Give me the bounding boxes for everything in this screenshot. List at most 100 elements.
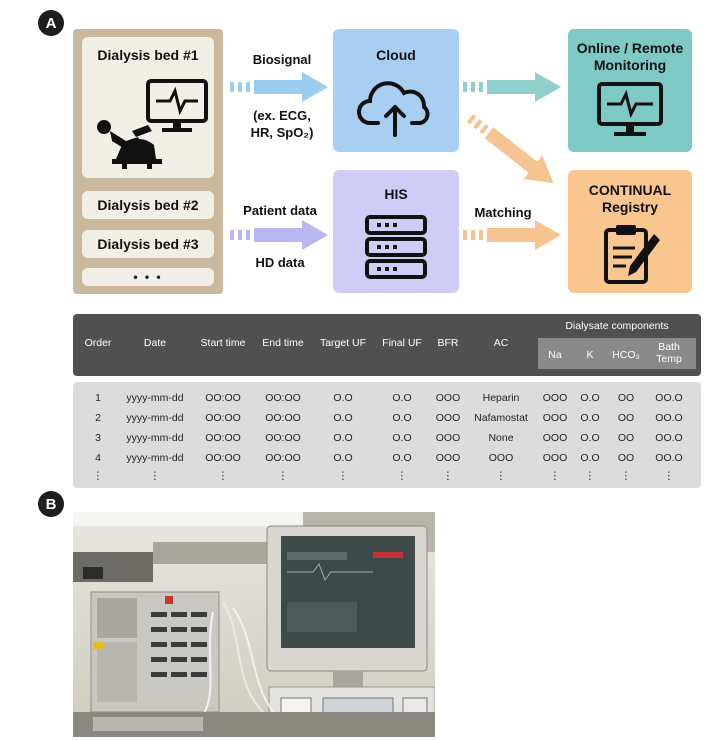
biosignal-example-line2: HR, SpO₂)	[250, 125, 314, 140]
online-remote-monitoring-node: Online / Remote Monitoring	[568, 29, 692, 152]
cell-final-uf: O.O	[392, 392, 412, 404]
registry-label-line2: Registry	[601, 199, 659, 215]
ellipsis-final-uf: ⋮	[396, 470, 408, 482]
biosignal-label: Biosignal	[252, 52, 312, 67]
cell-na: OOO	[542, 432, 568, 444]
ellipsis-target-uf: ⋮	[337, 470, 349, 482]
ellipsis-order: ⋮	[92, 470, 104, 482]
cell-bfr: OOO	[435, 392, 461, 404]
col-bath-temp: Bath Temp	[656, 341, 682, 365]
cell-end-time: OO:OO	[265, 452, 301, 464]
registry-table-header: Order Date Start time End time Target UF…	[73, 314, 701, 376]
dialysis-bed-2-card: Dialysis bed #2	[82, 191, 214, 219]
cell-na: OOO	[542, 392, 568, 404]
panel-a-badge: A	[38, 10, 64, 36]
cell-final-uf: O.O	[392, 452, 412, 464]
ellipsis-ac: ⋮	[495, 470, 507, 482]
cell-bath-temp: OO.O	[655, 412, 683, 424]
cell-bfr: OOO	[435, 452, 461, 464]
cell-ac: None	[488, 432, 514, 444]
cell-end-time: OO:OO	[265, 412, 301, 424]
dialysis-equipment-photo	[73, 512, 435, 737]
col-bfr: BFR	[437, 337, 459, 349]
ellipsis-bfr: ⋮	[442, 470, 454, 482]
cell-start-time: OO:OO	[205, 432, 241, 444]
cell-target-uf: O.O	[333, 452, 353, 464]
dialysis-bed-column: Dialysis bed #1 Dialysis bed #2 Dialysis…	[73, 29, 223, 294]
matching-label: Matching	[474, 205, 532, 220]
ellipsis-date: ⋮	[149, 470, 161, 482]
dialysate-group-label: Dialysate components	[565, 320, 669, 332]
cell-k: O.O	[580, 412, 600, 424]
cell-start-time: OO:OO	[205, 412, 241, 424]
cell-hco3: OO	[617, 412, 635, 424]
ellipsis-k: ⋮	[584, 470, 596, 482]
cell-hco3: OO	[617, 452, 635, 464]
more-beds-card: • • •	[82, 268, 214, 286]
cell-hco3: OO	[617, 432, 635, 444]
registry-label-line1: CONTINUAL	[588, 182, 672, 198]
cloud-to-registry-arrow	[466, 114, 554, 184]
cell-ac: Heparin	[482, 392, 520, 404]
ellipsis-end-time: ⋮	[277, 470, 289, 482]
cell-bfr: OOO	[435, 432, 461, 444]
cell-target-uf: O.O	[333, 432, 353, 444]
cell-target-uf: O.O	[333, 392, 353, 404]
col-end-time: End time	[262, 337, 304, 349]
cell-date: yyyy-mm-dd	[126, 392, 184, 404]
patient-monitor-icon	[146, 79, 208, 132]
cell-bfr: OOO	[435, 412, 461, 424]
dialysis-bed-1-card: Dialysis bed #1	[82, 37, 214, 178]
col-hco3: HCO₃	[612, 349, 640, 361]
cell-k: O.O	[580, 452, 600, 464]
col-k: K	[586, 349, 594, 361]
dialysate-subheader	[538, 338, 696, 369]
biosignal-arrow	[230, 72, 328, 102]
col-final-uf: Final UF	[382, 337, 422, 349]
cell-k: O.O	[580, 432, 600, 444]
cell-order: 1	[95, 392, 101, 404]
monitoring-label-line1: Online / Remote	[576, 40, 684, 56]
dialysis-photo-illustration	[73, 512, 435, 737]
clipboard-pen-icon	[604, 225, 660, 284]
cell-ac: Nafamostat	[474, 412, 528, 424]
cloud-to-monitoring-arrow	[463, 72, 561, 102]
cell-na: OOO	[542, 452, 568, 464]
monitoring-label-line2: Monitoring	[593, 57, 667, 73]
continual-registry-node: CONTINUAL Registry	[568, 170, 692, 293]
dialysis-bed-1-label: Dialysis bed #1	[97, 47, 199, 63]
patient-data-arrow	[230, 220, 328, 250]
col-target-uf: Target UF	[319, 337, 367, 349]
ellipsis-na: ⋮	[549, 470, 561, 482]
ellipsis-bath-temp: ⋮	[663, 470, 675, 482]
his-label: HIS	[384, 186, 408, 202]
cell-final-uf: O.O	[392, 412, 412, 424]
cell-start-time: OO:OO	[205, 392, 241, 404]
hd-data-label: HD data	[255, 255, 305, 270]
cell-bath-temp: OO.O	[655, 452, 683, 464]
flow-arrows	[230, 72, 561, 250]
cell-date: yyyy-mm-dd	[126, 452, 184, 464]
cloud-label: Cloud	[376, 47, 416, 63]
cell-end-time: OO:OO	[265, 392, 301, 404]
col-ac: AC	[493, 337, 509, 349]
cell-na: OOO	[542, 412, 568, 424]
cell-hco3: OO	[617, 392, 635, 404]
cloud-node: Cloud	[333, 29, 459, 152]
panel-b-badge: B	[38, 491, 64, 517]
cell-ac: OOO	[488, 452, 514, 464]
col-na: Na	[548, 349, 562, 361]
cell-date: yyyy-mm-dd	[126, 432, 184, 444]
patient-data-label: Patient data	[243, 203, 317, 218]
cell-bath-temp: OO.O	[655, 392, 683, 404]
ellipsis-hco3: ⋮	[620, 470, 632, 482]
col-order: Order	[84, 337, 112, 349]
cloud-upload-icon	[357, 81, 430, 137]
cell-order: 3	[95, 432, 101, 444]
server-stack-icon	[365, 215, 427, 279]
dialysis-bed-3-card: Dialysis bed #3	[82, 230, 214, 258]
his-node: HIS	[333, 170, 459, 293]
cell-final-uf: O.O	[392, 432, 412, 444]
cell-order: 2	[95, 412, 101, 424]
cell-bath-temp: OO.O	[655, 432, 683, 444]
